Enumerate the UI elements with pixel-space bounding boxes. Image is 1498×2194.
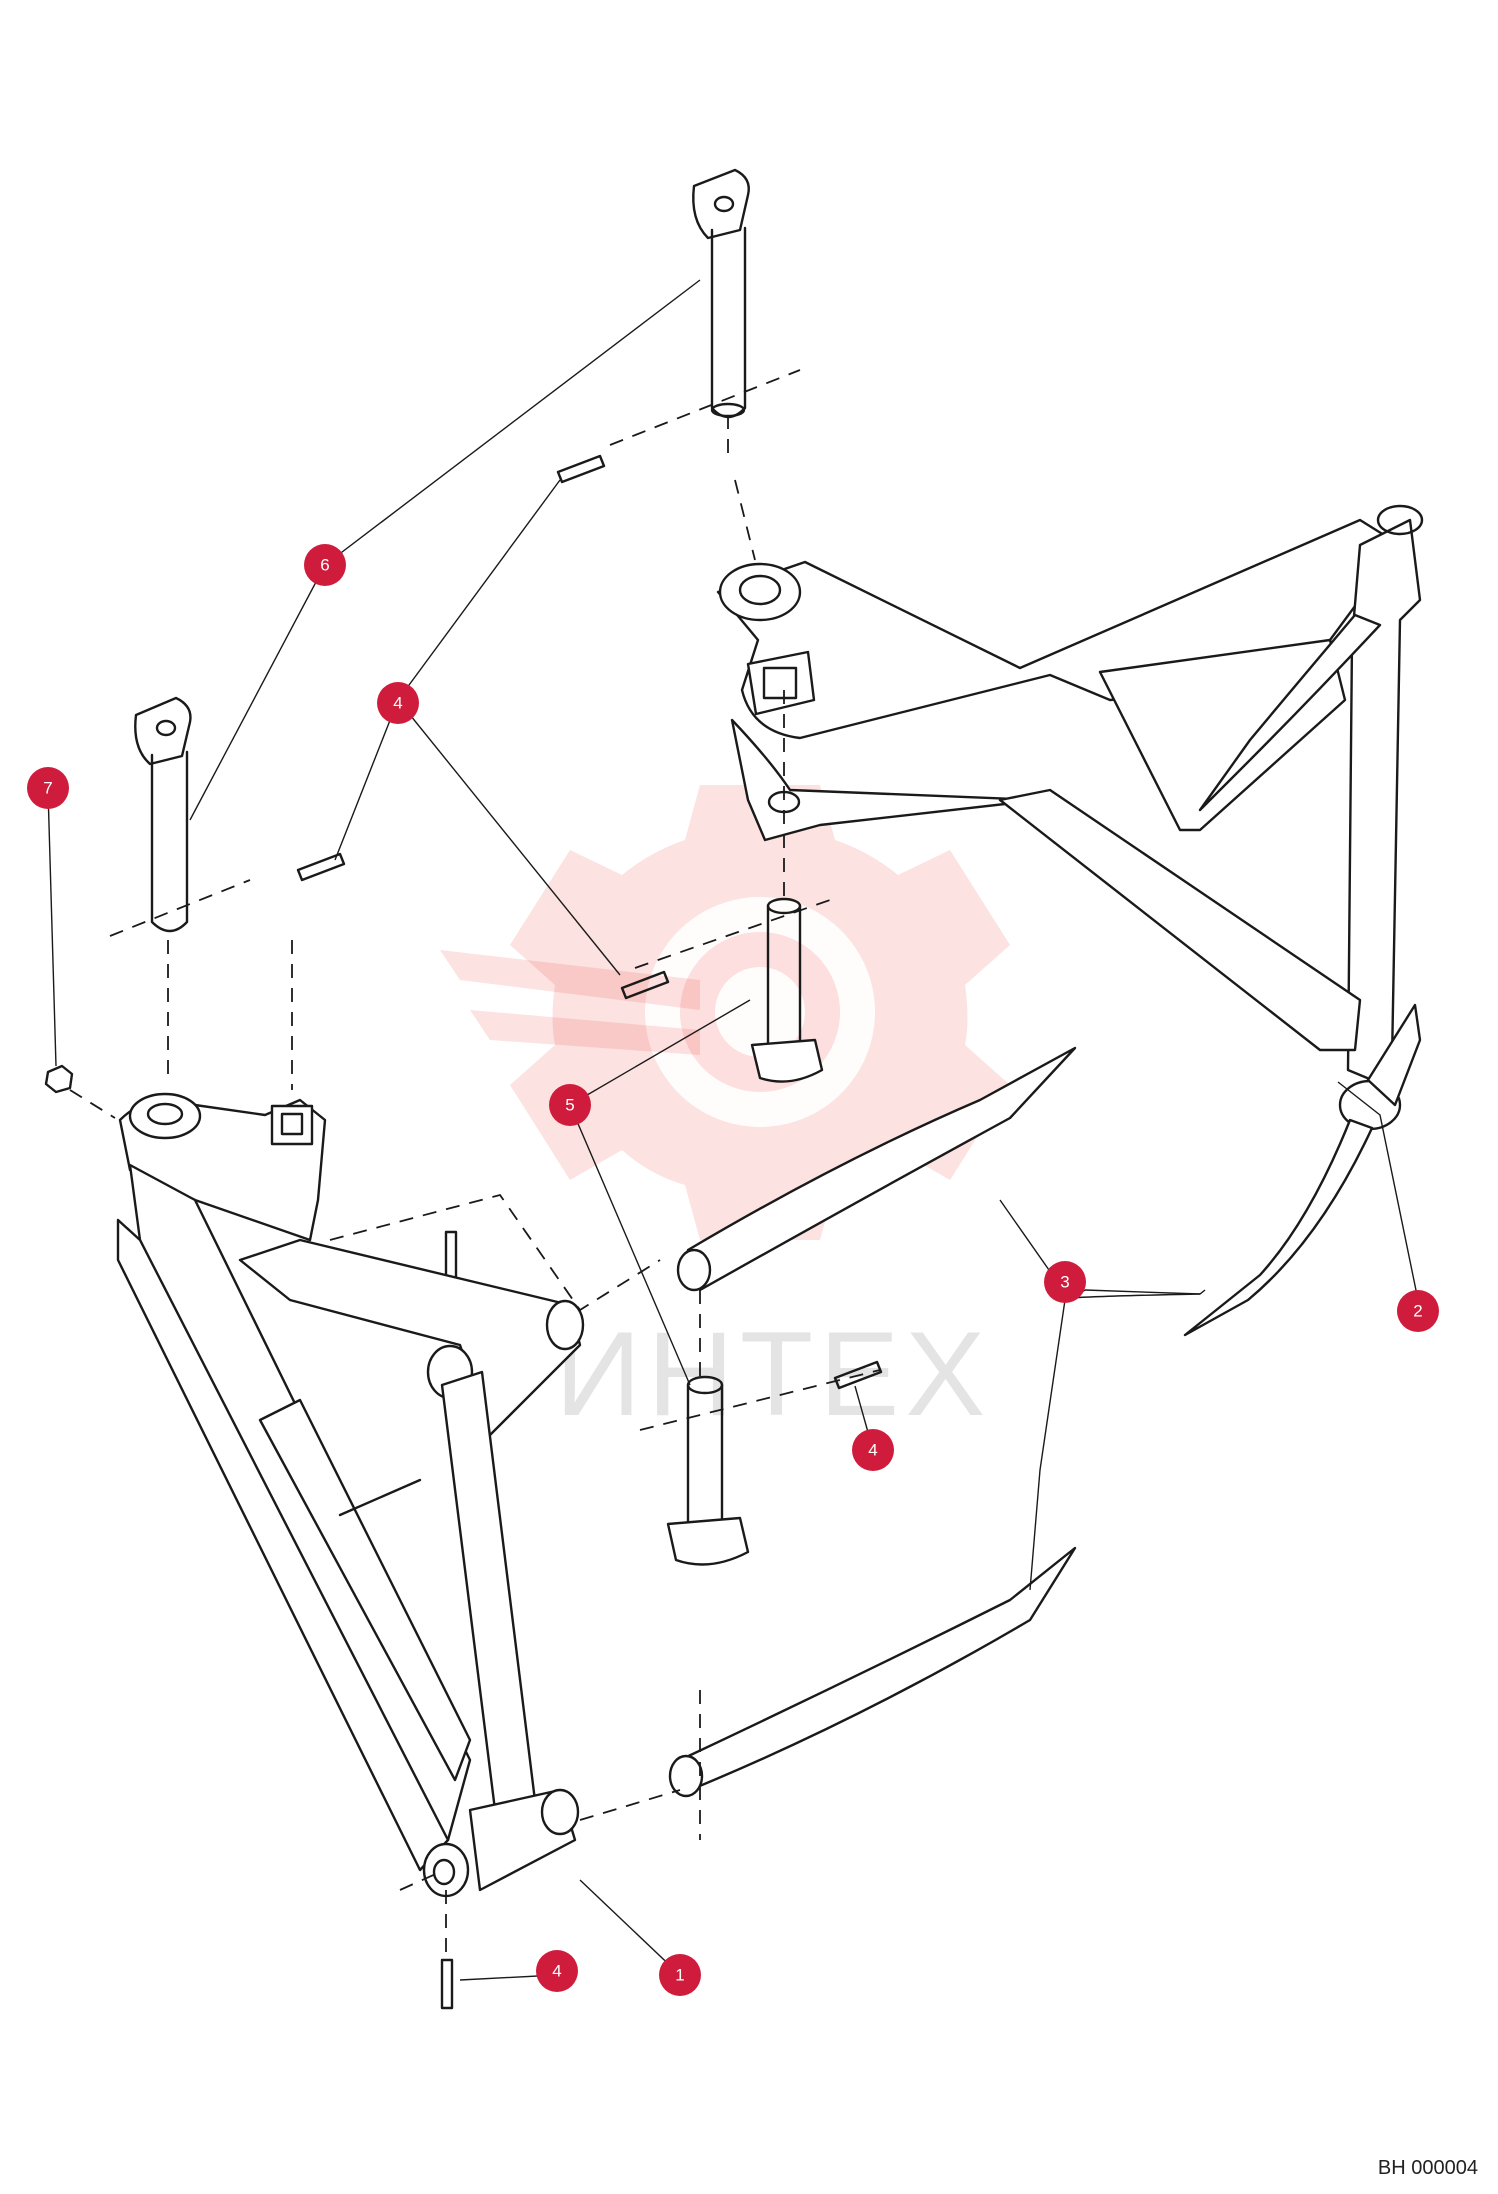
part-7-nut	[44, 1064, 74, 1094]
callout-5[interactable]: 5	[549, 1084, 591, 1126]
callout-6[interactable]: 6	[304, 544, 346, 586]
part-3-tine-lower	[668, 1546, 1077, 1798]
part-5-spindle-upper	[750, 897, 824, 1083]
svg-text:3: 3	[1060, 1273, 1069, 1292]
svg-text:5: 5	[565, 1096, 574, 1115]
part-2-right-frame	[716, 504, 1424, 1337]
leader-lines	[47, 279, 1419, 1981]
svg-text:4: 4	[552, 1962, 561, 1981]
part-3-tine-upper	[676, 1046, 1077, 1292]
svg-text:4: 4	[393, 694, 402, 713]
part-6-pin-left	[134, 696, 192, 933]
svg-text:1: 1	[675, 1966, 684, 1985]
part-1-left-frame	[116, 1092, 585, 1898]
callout-4-bottom[interactable]: 4	[536, 1950, 578, 1992]
callout-4-top[interactable]: 4	[377, 682, 419, 724]
callout-2[interactable]: 2	[1397, 1290, 1439, 1332]
svg-text:6: 6	[320, 556, 329, 575]
gear-logo-icon	[440, 785, 1010, 1240]
center-lines	[69, 369, 881, 1960]
watermark: ИНТЕХ	[440, 785, 1010, 1441]
callout-1[interactable]: 1	[659, 1954, 701, 1996]
drawing-code: BH 000004	[1377, 2157, 1478, 2179]
callout-3[interactable]: 3	[1044, 1261, 1086, 1303]
part-6-pin-upper	[692, 168, 750, 419]
callout-7[interactable]: 7	[27, 767, 69, 809]
svg-text:4: 4	[868, 1441, 877, 1460]
watermark-text: ИНТЕХ	[555, 1307, 991, 1441]
part-5-spindle-lower	[666, 1375, 750, 1566]
svg-text:7: 7	[43, 779, 52, 798]
svg-text:2: 2	[1413, 1302, 1422, 1321]
callout-4-right[interactable]: 4	[852, 1429, 894, 1471]
